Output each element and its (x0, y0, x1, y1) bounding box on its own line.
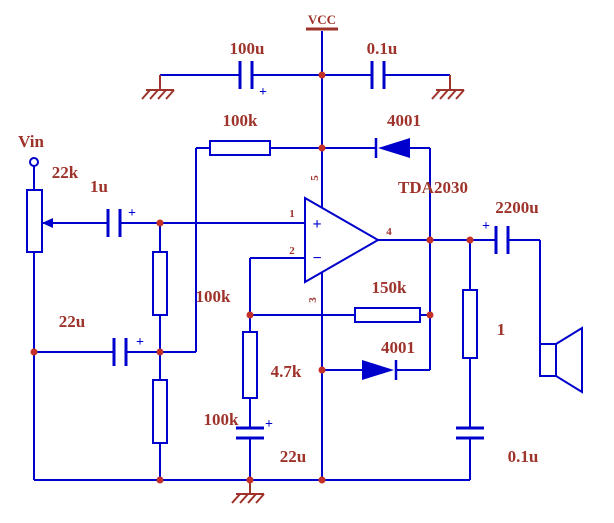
junction-dot (318, 476, 326, 484)
resistor-4.7k-label: 4.7k (271, 362, 302, 381)
ground-symbol-top-left (141, 75, 175, 100)
pin-4-label: 4 (386, 226, 392, 238)
opamp-plus-sign: + (312, 216, 321, 233)
diode-top-4001 (374, 138, 410, 158)
junction-dots (30, 71, 474, 484)
junction-dot (426, 311, 434, 319)
speaker-horn (555, 326, 583, 394)
capacitors (106, 61, 510, 440)
junction-dot (426, 236, 434, 244)
junction-dot (318, 144, 326, 152)
resistor-4.7k (242, 331, 258, 399)
vin-label: Vin (18, 132, 44, 151)
cap-22u-feedback-label: 22u (280, 447, 306, 466)
resistor-150k (354, 307, 421, 323)
pot-22k-label: 22k (52, 163, 79, 182)
wires (33, 31, 541, 481)
ground-symbol-bottom (255, 493, 265, 504)
resistor-100k-low (152, 379, 168, 444)
polarity-plus-2200u: + (482, 219, 490, 234)
diode-body (378, 138, 410, 158)
ground-symbol-top-right (439, 89, 449, 100)
cap-0.1u-top-label: 0.1u (367, 39, 398, 58)
ground-symbol-top-right (431, 89, 441, 100)
cap-22u-bypass-label: 22u (59, 312, 85, 331)
diode-body (362, 360, 394, 380)
pin-1-label: 1 (289, 208, 295, 220)
capacitor-0.1u-top (370, 61, 386, 89)
resistor-1ohm-label: 1 (497, 320, 506, 339)
ground-symbol-bottom (239, 493, 249, 504)
polarity-plus-22u-bypass: + (136, 335, 144, 350)
capacitor-22u-bypass (112, 338, 128, 366)
ground-symbol-top-right (455, 89, 465, 100)
vcc-label: VCC (308, 12, 336, 27)
resistors (26, 140, 478, 444)
resistor-100k-mid (152, 251, 168, 316)
diode-bottom-4001 (362, 360, 398, 380)
polarity-plus-22u-feedback: + (265, 417, 273, 432)
polarity-plus-1u: + (128, 206, 136, 221)
cap-100u-label: 100u (230, 39, 265, 58)
junction-dot (318, 71, 326, 79)
capacitor-1u (106, 209, 122, 237)
capacitor-22u-feedback (236, 426, 264, 440)
pin-2-label: 2 (289, 245, 295, 257)
ground-symbol-bottom (247, 493, 257, 504)
capacitor-2200u (494, 226, 510, 254)
junction-dot (156, 476, 164, 484)
ground-symbol-top-left (157, 89, 167, 100)
pin-3-label: 3 (307, 297, 319, 303)
junction-dot (246, 476, 254, 484)
pot-wiper-arrow (42, 218, 53, 228)
resistor-100k-top (209, 140, 271, 156)
junction-dot (318, 366, 326, 374)
junction-dot (246, 311, 254, 319)
potentiometer-22k-body (26, 189, 43, 253)
resistor-100k-mid-label: 100k (196, 287, 232, 306)
resistor-1ohm (462, 289, 478, 359)
vin-terminal (29, 157, 39, 167)
diode-bottom-label: 4001 (381, 338, 415, 357)
pin-5-label: 5 (309, 175, 321, 181)
ground-symbol-top-left (165, 89, 175, 100)
junction-dot (156, 348, 164, 356)
junction-dot (466, 236, 474, 244)
capacitor-100u (238, 61, 254, 89)
ic-part-label: TDA2030 (398, 178, 468, 197)
ground-symbol-top-right (431, 75, 465, 100)
opamp-minus-sign: − (312, 250, 321, 267)
ground-symbol-bottom (231, 493, 241, 504)
diode-top-label: 4001 (387, 111, 421, 130)
cap-1u-label: 1u (90, 177, 108, 196)
resistor-100k-low-label: 100k (204, 410, 240, 429)
cap-2200u-label: 2200u (495, 198, 538, 217)
cap-0.1u-zobel-label: 0.1u (508, 447, 539, 466)
junction-dot (30, 348, 38, 356)
speaker-body (539, 343, 557, 377)
ground-symbol-bottom (231, 480, 265, 504)
resistor-100k-top-label: 100k (223, 111, 259, 130)
speaker-icon (539, 326, 583, 394)
ground-symbol-top-right (447, 89, 457, 100)
capacitor-0.1u-zobel (456, 426, 484, 440)
polarity-plus-100u: + (259, 85, 267, 100)
resistor-150k-label: 150k (372, 278, 408, 297)
ground-symbol-top-left (141, 89, 151, 100)
ground-symbol-top-left (149, 89, 159, 100)
opamp-triangle (304, 196, 381, 284)
junction-dot (156, 219, 164, 227)
